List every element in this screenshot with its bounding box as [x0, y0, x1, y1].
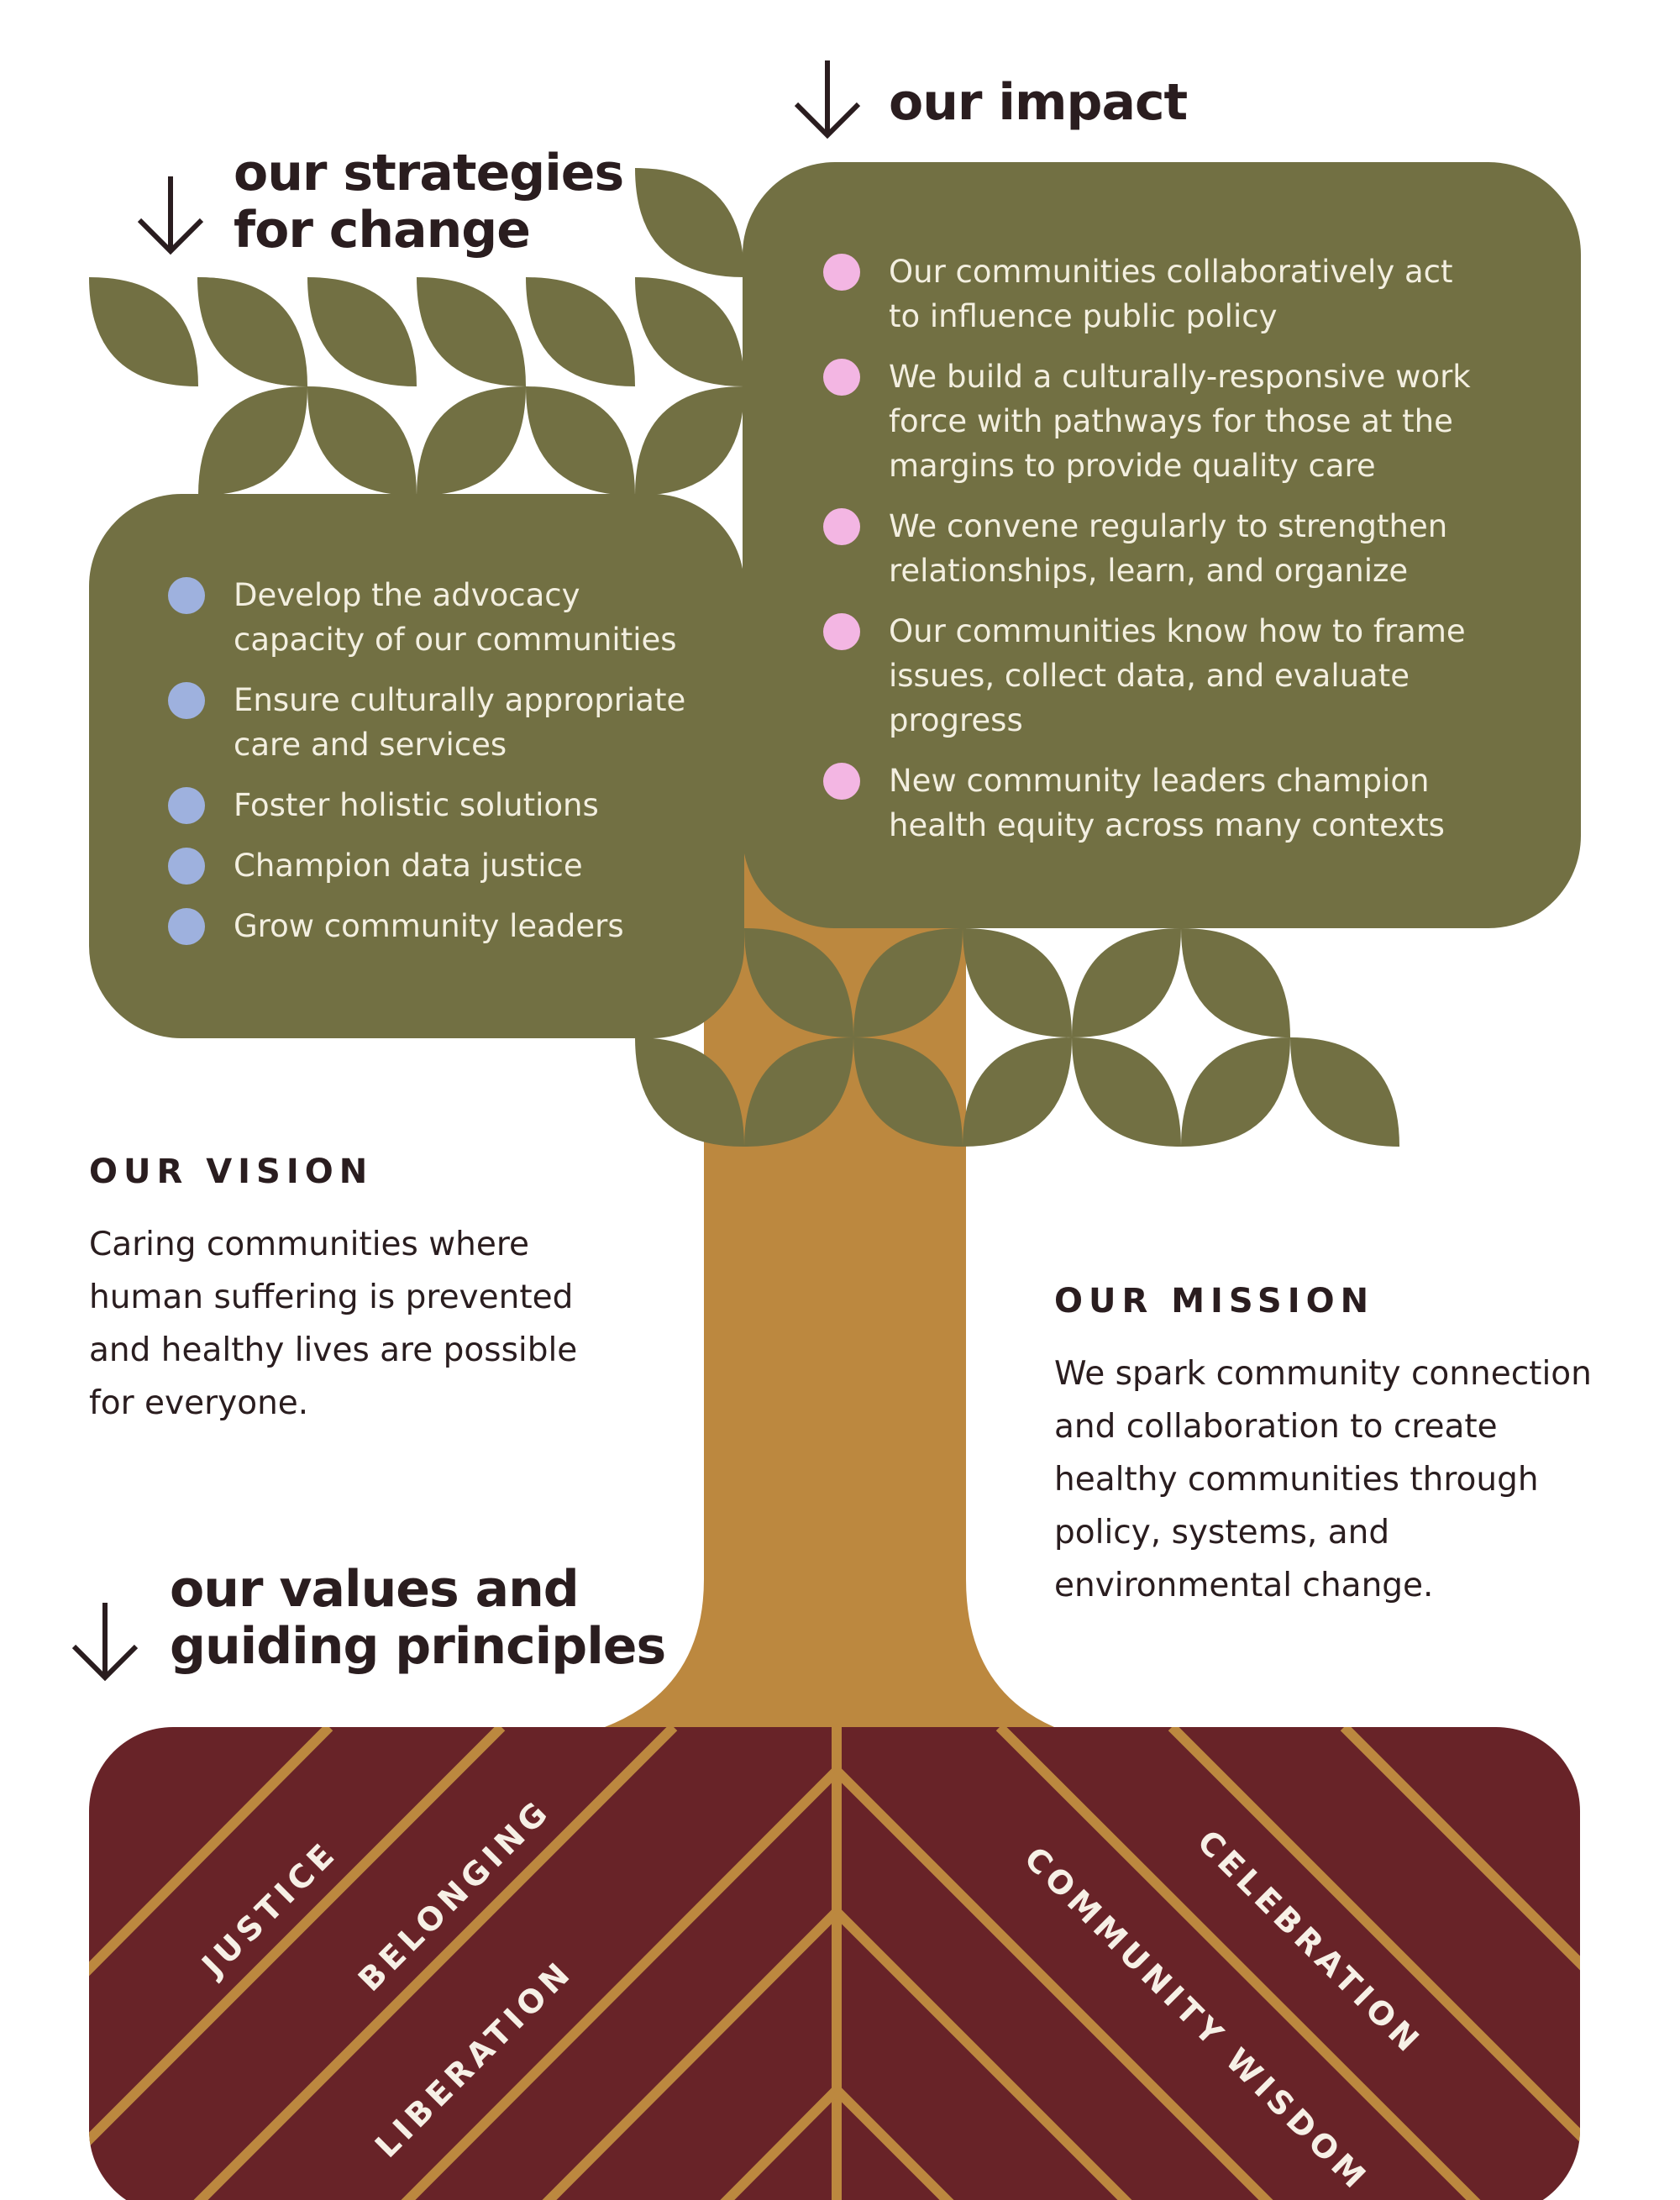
bullet-icon [823, 359, 860, 396]
bullet-icon [823, 508, 860, 545]
arrow-down-icon [794, 60, 861, 139]
list-item: We convene regularly to strengthen relat… [823, 504, 1478, 593]
list-item: Foster holistic solutions [168, 783, 706, 827]
bullet-icon [823, 254, 860, 291]
bullet-icon [168, 682, 205, 719]
list-item: Our communities know how to frame issues… [823, 609, 1478, 743]
list-item: Our communities collaboratively act to i… [823, 249, 1478, 339]
list-item-text: Grow community leaders [234, 908, 624, 944]
values-heading-line2: guiding principles [170, 1617, 666, 1676]
list-item: Ensure culturally appropriate care and s… [168, 678, 706, 767]
strategies-list: Develop the advocacy capacity of our com… [168, 573, 706, 948]
list-item-text: Our communities know how to frame issues… [889, 613, 1466, 738]
values-heading-line1: our values and [170, 1560, 580, 1619]
roots-block [89, 1727, 1580, 2200]
bullet-icon [168, 787, 205, 824]
list-item: New community leaders champion health eq… [823, 759, 1478, 848]
vision-title: OUR VISION [89, 1153, 374, 1191]
root-lines [89, 1727, 1580, 2200]
list-item-text: Develop the advocacy capacity of our com… [234, 577, 677, 658]
arrow-down-icon [71, 1603, 139, 1682]
list-item: Champion data justice [168, 843, 706, 888]
strategies-heading: our strategies for change [234, 144, 624, 260]
list-item: Grow community leaders [168, 904, 706, 948]
strategies-heading-line1: our strategies [234, 144, 624, 202]
arrow-down-icon [137, 176, 204, 255]
strategies-panel [89, 494, 744, 1038]
list-item-text: We build a culturally-responsive work fo… [889, 359, 1471, 484]
bullet-icon [168, 848, 205, 885]
bullet-icon [168, 577, 205, 614]
list-item-text: Foster holistic solutions [234, 787, 599, 823]
strategies-heading-line2: for change [234, 201, 531, 260]
bullet-icon [168, 908, 205, 945]
tree-trunk [605, 840, 1054, 1727]
mission-text: We spark community connection and collab… [1054, 1355, 1592, 1604]
list-item-text: New community leaders champion health eq… [889, 763, 1445, 843]
list-item: Develop the advocacy capacity of our com… [168, 573, 706, 662]
bullet-icon [823, 613, 860, 650]
values-heading: our values and guiding principles [170, 1560, 666, 1676]
bullet-icon [823, 763, 860, 800]
list-item-text: Champion data justice [234, 848, 583, 884]
impact-list: Our communities collaboratively act to i… [823, 249, 1478, 848]
list-item-text: Ensure culturally appropriate care and s… [234, 682, 686, 763]
impact-heading: our impact [889, 73, 1188, 132]
list-item-text: Our communities collaboratively act to i… [889, 254, 1453, 334]
impact-panel [743, 162, 1581, 928]
list-item-text: We convene regularly to strengthen relat… [889, 508, 1448, 589]
vision-text: Caring communities where human suffering… [89, 1226, 578, 1422]
mission-title: OUR MISSION [1054, 1282, 1375, 1321]
list-item: We build a culturally-responsive work fo… [823, 354, 1478, 488]
